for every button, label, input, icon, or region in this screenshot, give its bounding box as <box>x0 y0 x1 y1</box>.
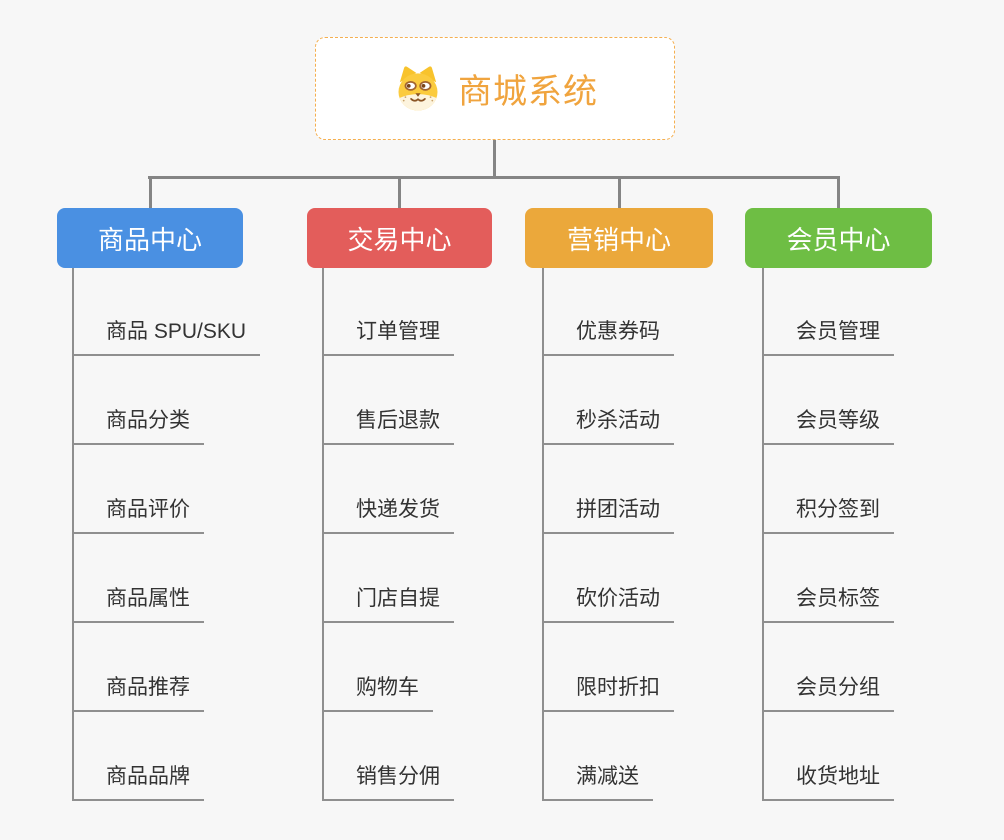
branch-node-0[interactable]: 商品中心 <box>57 208 243 268</box>
leaf-node-2-0[interactable]: 优惠券码 <box>542 317 674 356</box>
branch-label: 会员中心 <box>786 224 891 255</box>
leaf-node-0-1[interactable]: 商品分类 <box>72 406 204 445</box>
connector-column-trunk-3 <box>762 268 764 801</box>
branch-label: 交易中心 <box>347 224 452 255</box>
leaf-node-3-0[interactable]: 会员管理 <box>762 317 894 356</box>
leaf-node-1-1[interactable]: 售后退款 <box>322 406 454 445</box>
leaf-node-1-0[interactable]: 订单管理 <box>322 317 454 356</box>
leaf-node-1-5[interactable]: 销售分佣 <box>322 762 454 801</box>
leaf-node-2-4[interactable]: 限时折扣 <box>542 673 674 712</box>
branch-node-3[interactable]: 会员中心 <box>745 208 932 268</box>
connector-branch-drop-3 <box>837 176 840 208</box>
branch-label: 营销中心 <box>566 224 671 255</box>
branch-node-2[interactable]: 营销中心 <box>525 208 713 268</box>
root-node[interactable]: 商城系统 <box>315 37 675 140</box>
leaf-node-2-3[interactable]: 砍价活动 <box>542 584 674 623</box>
connector-horizontal-bus <box>148 176 840 179</box>
leaf-node-3-4[interactable]: 会员分组 <box>762 673 894 712</box>
connector-branch-drop-1 <box>398 176 401 208</box>
connector-column-trunk-1 <box>322 268 324 801</box>
leaf-node-0-0[interactable]: 商品 SPU/SKU <box>72 317 261 356</box>
leaf-node-0-5[interactable]: 商品品牌 <box>72 762 204 801</box>
root-title: 商城系统 <box>458 73 598 111</box>
leaf-node-0-4[interactable]: 商品推荐 <box>72 673 204 712</box>
connector-branch-drop-0 <box>149 176 152 208</box>
connector-branch-drop-2 <box>618 176 621 208</box>
connector-column-trunk-2 <box>542 268 544 801</box>
leaf-node-3-3[interactable]: 会员标签 <box>762 584 894 623</box>
leaf-node-1-4[interactable]: 购物车 <box>322 673 433 712</box>
leaf-node-1-2[interactable]: 快递发货 <box>322 495 454 534</box>
branch-node-1[interactable]: 交易中心 <box>307 208 492 268</box>
connector-root-vertical <box>493 140 496 178</box>
leaf-node-3-2[interactable]: 积分签到 <box>762 495 894 534</box>
leaf-node-2-5[interactable]: 满减送 <box>542 762 653 801</box>
leaf-node-3-5[interactable]: 收货地址 <box>762 762 894 801</box>
branch-label: 商品中心 <box>97 224 202 255</box>
connector-column-trunk-0 <box>72 268 74 801</box>
leaf-node-0-3[interactable]: 商品属性 <box>72 584 204 623</box>
leaf-node-1-3[interactable]: 门店自提 <box>322 584 454 623</box>
leaf-node-3-1[interactable]: 会员等级 <box>762 406 894 445</box>
shiba-dog-icon <box>398 66 438 111</box>
leaf-node-2-1[interactable]: 秒杀活动 <box>542 406 674 445</box>
leaf-node-0-2[interactable]: 商品评价 <box>72 495 204 534</box>
leaf-node-2-2[interactable]: 拼团活动 <box>542 495 674 534</box>
